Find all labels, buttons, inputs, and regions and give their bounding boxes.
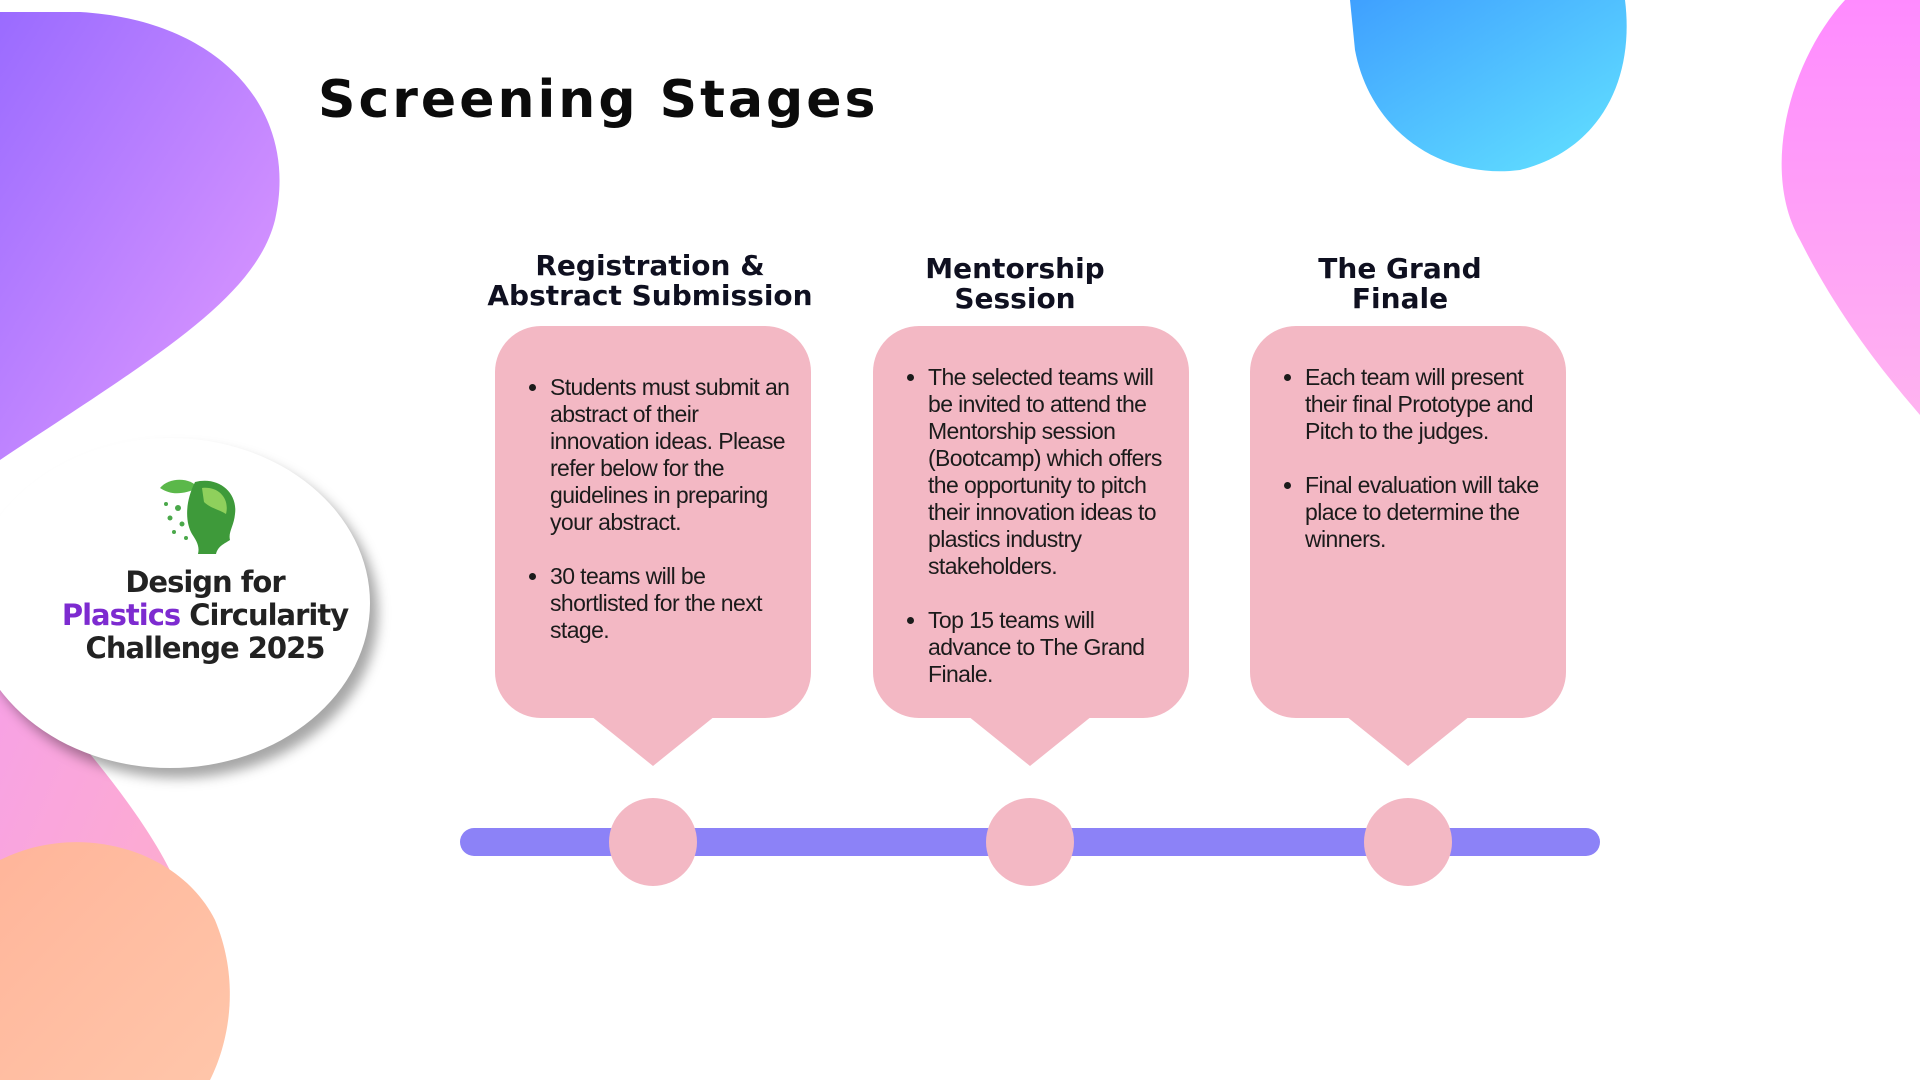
logo-line-2-rest: Circularity	[180, 598, 349, 632]
stage-bullets: Students must submit an abstract of thei…	[495, 374, 793, 644]
logo-badge	[0, 438, 370, 768]
logo-line-2: Plastics Circularity	[40, 599, 370, 632]
logo-text: Design for Plastics Circularity Challeng…	[40, 566, 370, 665]
stage-title-line: Session	[954, 282, 1076, 315]
stage-title-line: The Grand	[1318, 252, 1482, 285]
timeline-node-registration	[609, 798, 697, 886]
card-pointer	[1346, 716, 1470, 766]
bullet-item: 30 teams will be shortlisted for the nex…	[550, 563, 793, 644]
stage-card-mentorship: The selected teams will be invited to at…	[873, 326, 1189, 718]
card-pointer	[591, 716, 715, 766]
stage-bullets: The selected teams will be invited to at…	[873, 364, 1175, 688]
blob-bottom-left	[0, 650, 230, 1080]
blob-top-center-right	[1350, 0, 1627, 172]
stage-title-line: Registration &	[535, 249, 765, 282]
blob-right	[1781, 0, 1920, 415]
bullet-item: Top 15 teams will advance to The Grand F…	[928, 607, 1175, 688]
bullet-item: Final evaluation will take place to dete…	[1305, 472, 1552, 553]
blob-top-left	[0, 12, 280, 460]
stage-title-grand-finale: The Grand Finale	[1190, 254, 1610, 314]
logo-accent-word: Plastics	[61, 598, 181, 632]
stage-title-line: Mentorship	[925, 252, 1105, 285]
stage-title-line: Finale	[1351, 282, 1449, 315]
bullet-item: The selected teams will be invited to at…	[928, 364, 1175, 580]
page-title: Screening Stages	[318, 70, 879, 130]
logo-line-1: Design for	[125, 565, 285, 599]
timeline-node-grand-finale	[1364, 798, 1452, 886]
card-pointer	[968, 716, 1092, 766]
leaf-head-icon	[140, 474, 250, 560]
stage-bullets: Each team will present their final Proto…	[1250, 364, 1552, 553]
stage-title-line: Abstract Submission	[487, 279, 813, 312]
logo-line-3: Challenge 2025	[85, 631, 326, 665]
stage-title-mentorship: Mentorship Session	[805, 254, 1225, 314]
stage-card-registration: Students must submit an abstract of thei…	[495, 326, 811, 718]
timeline-node-mentorship	[986, 798, 1074, 886]
bullet-item: Each team will present their final Proto…	[1305, 364, 1552, 445]
bullet-item: Students must submit an abstract of thei…	[550, 374, 793, 536]
stage-title-registration: Registration & Abstract Submission	[440, 251, 860, 311]
stage-card-grand-finale: Each team will present their final Proto…	[1250, 326, 1566, 718]
